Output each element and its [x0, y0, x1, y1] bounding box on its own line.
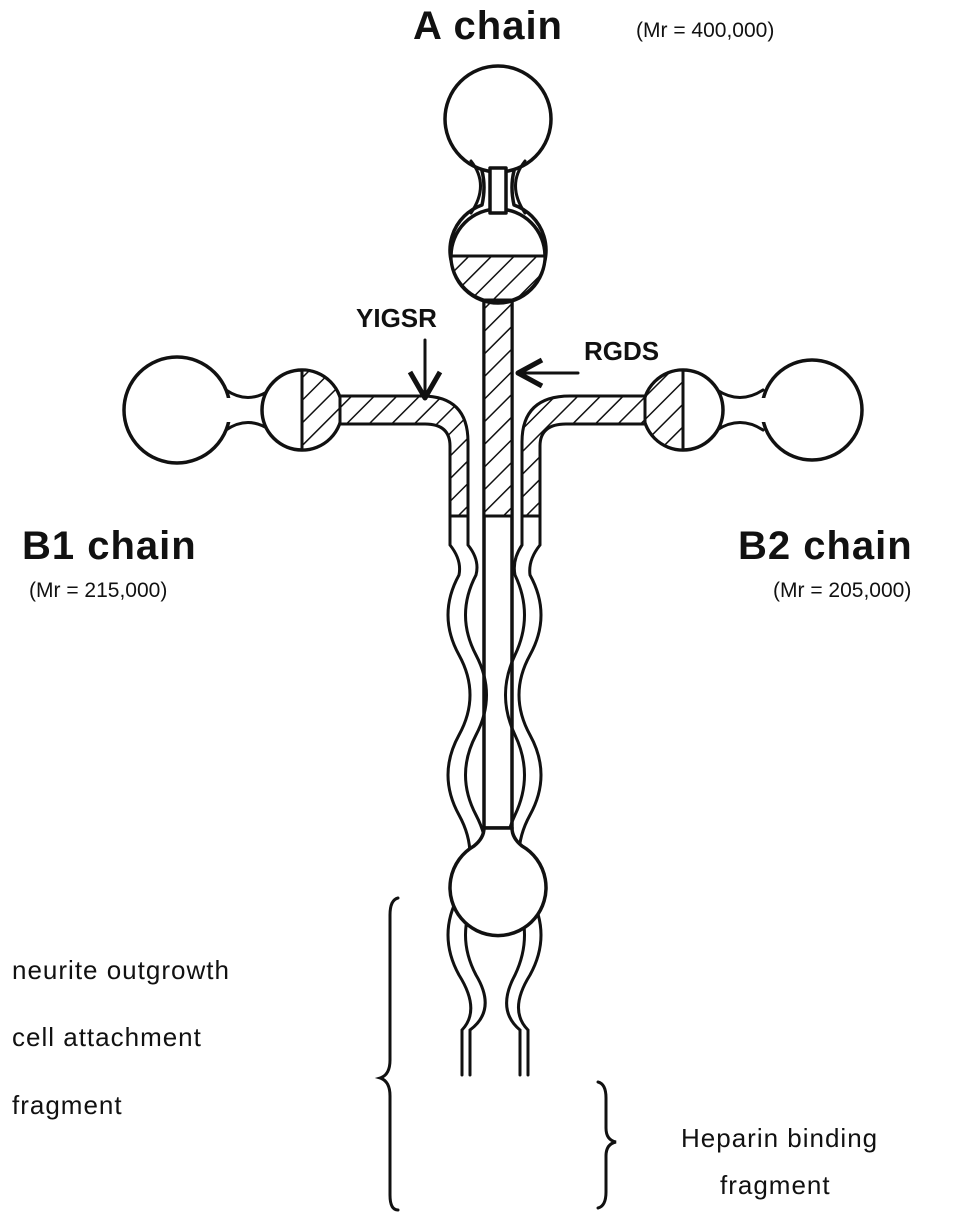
heparin-fragment-label-2: fragment — [720, 1170, 831, 1201]
rgds-label: RGDS — [584, 336, 659, 367]
b2-terminal-globe — [762, 360, 862, 460]
b2-chain-title: B2 chain — [738, 524, 913, 569]
b2-hatched-half — [643, 370, 683, 450]
b1-terminal-globe — [124, 357, 230, 463]
b2-neck-bottom — [717, 423, 763, 431]
heparin-fragment-label-1: Heparin binding — [681, 1123, 878, 1154]
neurite-fragment-label-2: cell attachment — [12, 1022, 202, 1053]
neurite-fragment-label-3: fragment — [12, 1090, 123, 1121]
yigsr-arrow — [410, 340, 440, 398]
heparin-fragment-brace — [598, 1082, 616, 1208]
b1-chain-mr: (Mr = 215,000) — [29, 579, 167, 603]
neurite-fragment-brace — [380, 898, 398, 1210]
a-chain-hatched-half — [451, 256, 545, 300]
b1-chain-title: B1 chain — [22, 524, 197, 569]
a-chain-short-arm — [445, 66, 551, 303]
b2-chain-short-arm — [522, 360, 862, 516]
rgds-arrow — [518, 360, 578, 386]
b2-hatched-rod — [522, 396, 645, 516]
a-chain-title: A chain — [413, 4, 563, 49]
heparin-binding-globe — [450, 828, 546, 936]
b2-neck-top — [717, 390, 763, 398]
a-chain-stem-hatched — [484, 300, 512, 516]
b1-hatched-rod — [340, 396, 468, 516]
yigsr-label: YIGSR — [356, 303, 437, 334]
a-chain-terminal-globe — [445, 66, 551, 172]
a-chain-neck-fill — [490, 168, 506, 213]
b1-hatched-half — [302, 370, 342, 450]
b2-chain-mr: (Mr = 205,000) — [773, 579, 911, 603]
a-chain-mr: (Mr = 400,000) — [636, 19, 774, 43]
neurite-fragment-label-1: neurite outgrowth — [12, 955, 230, 986]
